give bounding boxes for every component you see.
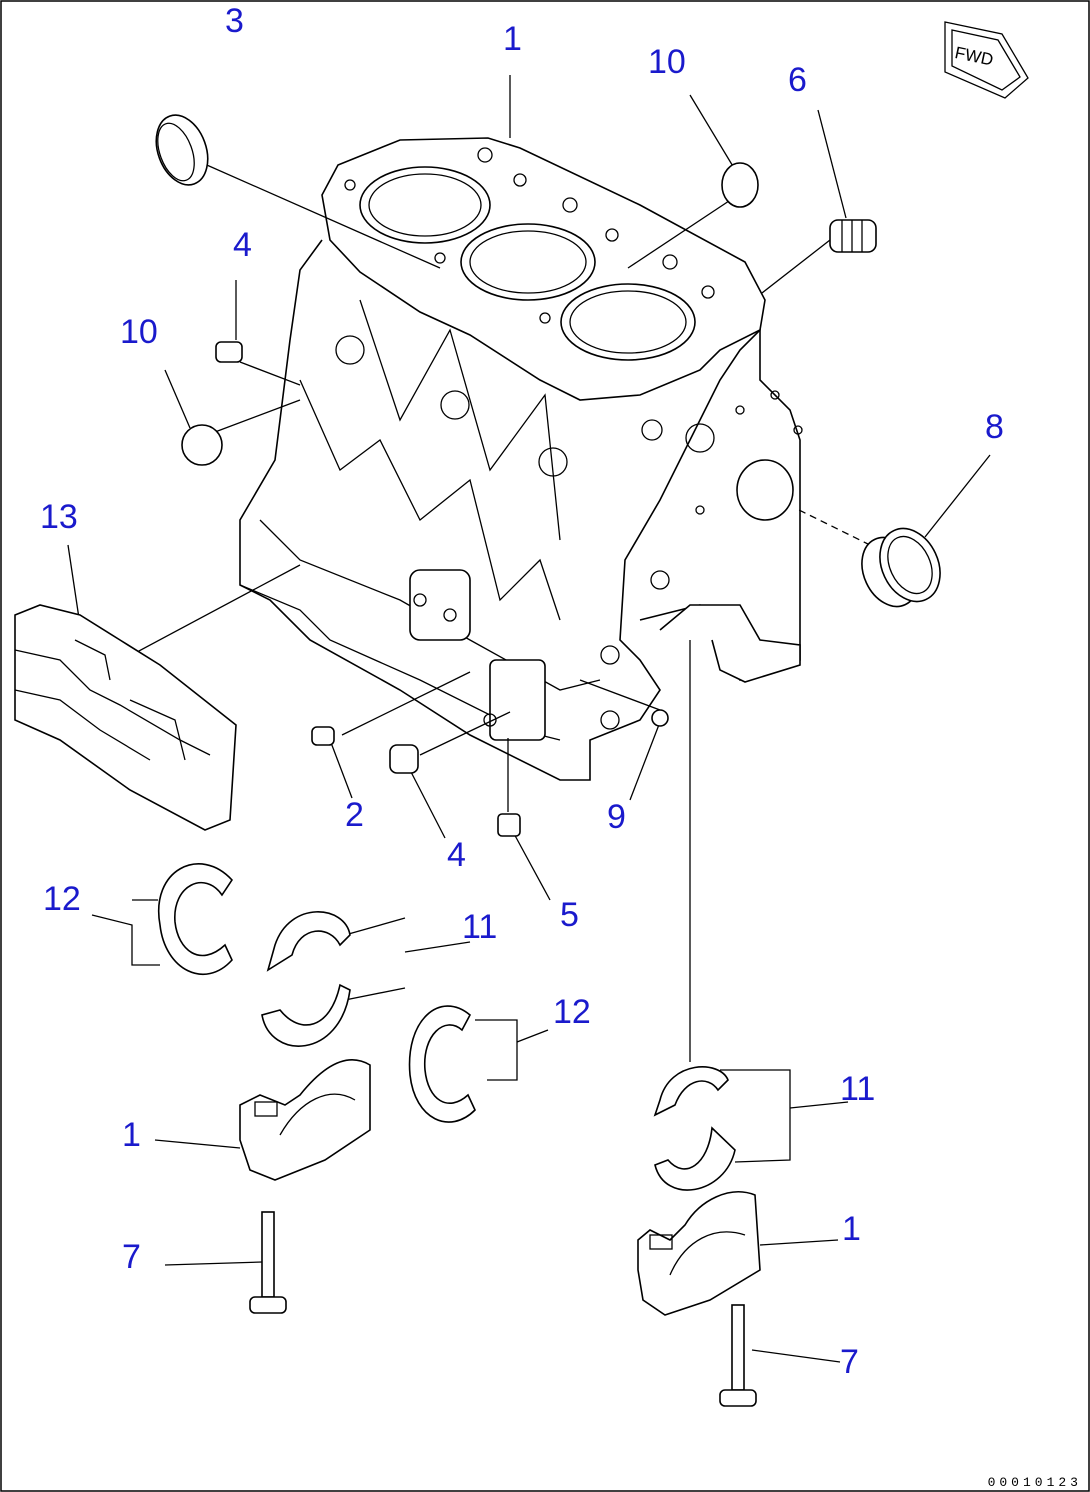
drain-plug-part-5 [497, 813, 521, 837]
callout-7-right: 7 [840, 1343, 859, 1381]
plug-part-4-lower [389, 744, 419, 774]
callout-10-left: 10 [120, 313, 158, 351]
bearing-shell-part-11-right-upper [653, 1066, 729, 1117]
callout-2: 2 [345, 796, 364, 834]
callout-1-cap-right: 1 [842, 1210, 861, 1248]
cover-part-13 [14, 604, 237, 831]
main-bearing-cap-part-1-left [239, 1059, 371, 1181]
bearing-shell-part-11-left-lower [261, 983, 351, 1047]
callout-8: 8 [985, 408, 1004, 446]
bolt-part-7-left [249, 1211, 287, 1314]
callout-6: 6 [788, 61, 807, 99]
expansion-plug-part-10-top [721, 162, 759, 208]
main-bearing-cap-part-1-right [637, 1191, 761, 1316]
callout-4-lower: 4 [447, 836, 466, 874]
callout-7-left: 7 [122, 1238, 141, 1276]
callout-12-left: 12 [43, 880, 81, 918]
callout-13: 13 [40, 498, 78, 536]
callout-1-block: 1 [503, 20, 522, 58]
callout-9: 9 [607, 798, 626, 836]
plug-part-2 [311, 726, 335, 746]
fwd-arrow-icon: FWD [944, 21, 1029, 99]
fwd-label: FWD [953, 43, 995, 70]
callout-11-left: 11 [462, 908, 498, 946]
callout-10-top: 10 [648, 43, 686, 81]
callout-4-top: 4 [233, 226, 252, 264]
threaded-plug-part-6 [829, 219, 877, 253]
callout-1-cap-left: 1 [122, 1116, 141, 1154]
callout-5: 5 [560, 896, 579, 934]
bearing-shell-part-11-right-lower [654, 1126, 736, 1191]
cylinder-block-part [239, 137, 803, 781]
thrust-washer-part-12-right [408, 1005, 476, 1123]
callout-11-right: 11 [840, 1070, 876, 1108]
callout-12-right: 12 [553, 993, 591, 1031]
bearing-shell-part-11-left-upper [266, 911, 351, 972]
leader-lines [67, 75, 991, 1363]
oil-seal-part-8 [861, 527, 941, 608]
callout-3: 3 [225, 2, 244, 40]
bolt-part-7-right [719, 1304, 757, 1407]
expansion-plug-part-10-left [181, 424, 223, 466]
document-number: 00010123 [987, 1475, 1082, 1490]
plug-part-9 [651, 709, 669, 727]
thrust-washer-part-12-left [157, 863, 234, 976]
expansion-plug-part-3 [155, 114, 209, 186]
plug-part-4-top [215, 341, 243, 363]
